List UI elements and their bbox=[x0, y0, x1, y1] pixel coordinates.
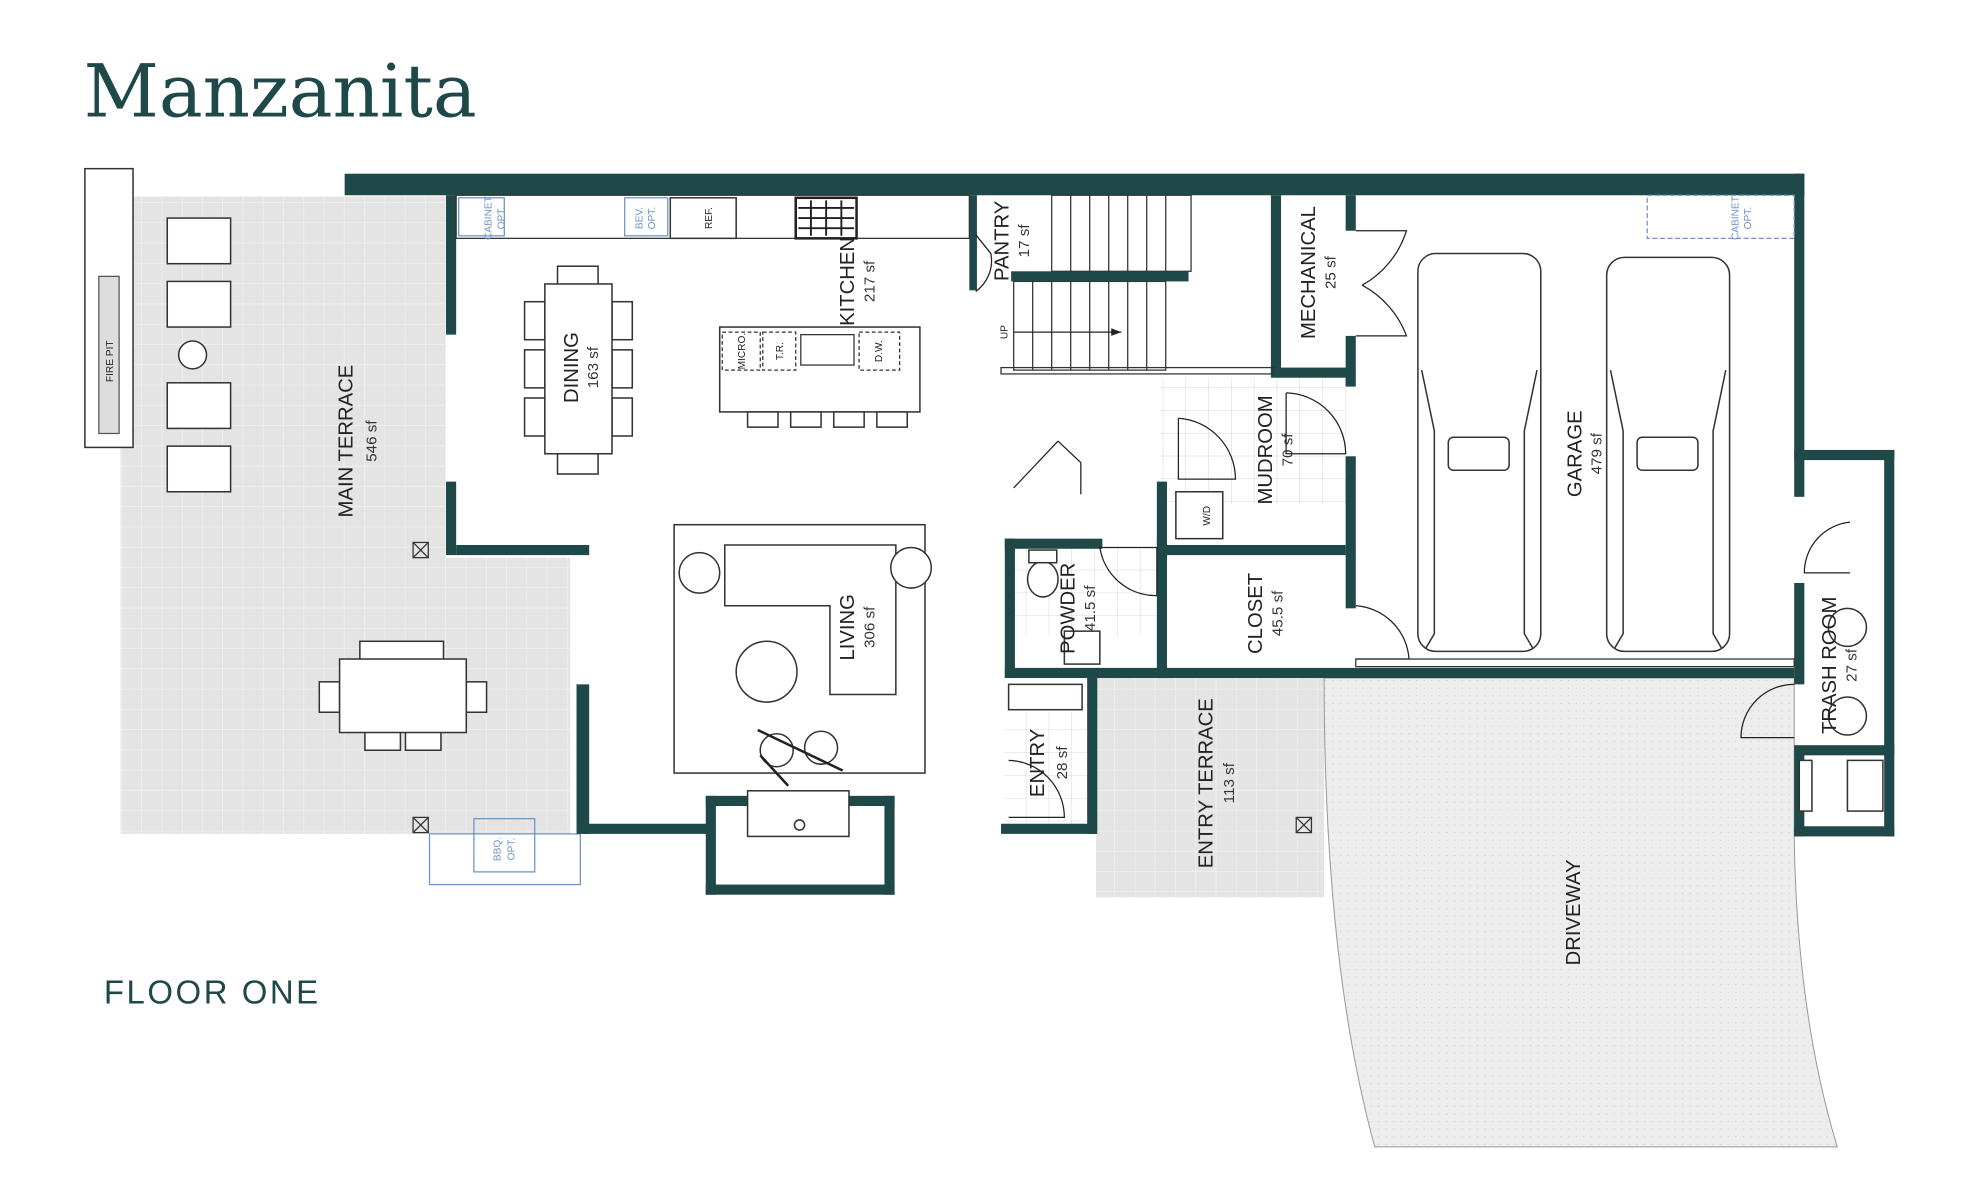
cars bbox=[1417, 252, 1731, 653]
entry-terrace-label: ENTRY TERRACE bbox=[1196, 698, 1218, 868]
bbq-label-1: BBQ. bbox=[493, 837, 504, 861]
garage-door bbox=[1355, 658, 1795, 668]
sectional-sofa bbox=[724, 544, 897, 696]
garage-cabinet-label-2: OPT. bbox=[1743, 207, 1754, 230]
bev-label-1: BEV. bbox=[634, 207, 645, 229]
entry-area-label: 28 sf bbox=[1054, 746, 1071, 780]
bev-label-2: OPT. bbox=[647, 207, 658, 230]
powder-area-label: 41.5 sf bbox=[1082, 585, 1099, 631]
fire-pit-label: FIRE PIT bbox=[105, 340, 116, 382]
entry-bench bbox=[1007, 683, 1083, 711]
dw-label: D.W. bbox=[874, 340, 885, 362]
mudroom-area-label: 70 sf bbox=[1279, 433, 1296, 467]
plan-title: Manzanita bbox=[84, 50, 477, 135]
door-swings bbox=[975, 230, 1851, 819]
mudroom-label: MUDROOM bbox=[1255, 395, 1277, 504]
cabinet-option bbox=[458, 197, 505, 237]
terrace-dining-table bbox=[318, 640, 488, 752]
mechanical-area-label: 25 sf bbox=[1323, 255, 1340, 289]
bev-option bbox=[624, 197, 669, 237]
dining-table bbox=[523, 265, 634, 475]
range-grate bbox=[798, 200, 855, 236]
kitchen-label: KITCHEN bbox=[837, 237, 859, 326]
cabinet-opt-label-1: CABINET bbox=[484, 196, 495, 240]
living-label: LIVING bbox=[837, 594, 859, 660]
bbq-label-2: OPT. bbox=[506, 838, 517, 861]
garage-cabinet-label-1: CABINET bbox=[1730, 196, 1741, 240]
walls bbox=[344, 173, 1895, 895]
trash-room-label: TRASH ROOM bbox=[1819, 597, 1841, 734]
kitchen-island bbox=[718, 326, 921, 413]
dining-area-label: 163 sf bbox=[585, 346, 602, 388]
island-stools bbox=[746, 411, 909, 428]
closet-label: CLOSET bbox=[1245, 573, 1267, 654]
room-labels: MAIN TERRACE 546 sf DINING 163 sf KITCHE… bbox=[335, 200, 1860, 965]
post-markers bbox=[412, 541, 1313, 834]
dining-label: DINING bbox=[561, 332, 583, 403]
kitchen-area-label: 217 sf bbox=[861, 260, 878, 302]
bbq-option-zone bbox=[428, 833, 581, 886]
washer-dryer bbox=[1175, 491, 1224, 540]
up-label: UP bbox=[999, 325, 1010, 339]
garage-label: GARAGE bbox=[1564, 410, 1586, 497]
floor-label: FLOOR ONE bbox=[104, 974, 321, 1011]
wd-label: W/D bbox=[1202, 506, 1213, 526]
trash-room-area-label: 27 sf bbox=[1843, 648, 1860, 682]
entry-label: ENTRY bbox=[1027, 728, 1049, 797]
entry-terrace-area-label: 113 sf bbox=[1221, 762, 1238, 803]
main-terrace-label: MAIN TERRACE bbox=[335, 365, 357, 518]
entry-terrace-area bbox=[1096, 678, 1325, 898]
pantry-label: PANTRY bbox=[992, 200, 1014, 281]
driveway-area bbox=[1323, 677, 1838, 1148]
driveway-label: DRIVEWAY bbox=[1563, 859, 1585, 965]
lounge-chair bbox=[757, 728, 844, 787]
terrace-chairs bbox=[166, 217, 232, 493]
micro-label: MICRO. bbox=[737, 333, 748, 370]
living-area-label: 306 sf bbox=[861, 606, 878, 648]
main-terrace-area-label: 546 sf bbox=[363, 420, 380, 462]
pantry-area-label: 17 sf bbox=[1016, 224, 1033, 258]
garage-area-label: 479 sf bbox=[1589, 432, 1606, 474]
closet-area-label: 45.5 sf bbox=[1269, 590, 1286, 636]
mechanical-label: MECHANICAL bbox=[1298, 206, 1320, 339]
fire-pit-burner bbox=[98, 275, 120, 435]
toilet bbox=[1026, 560, 1059, 598]
trash-bins bbox=[1798, 607, 1884, 812]
mudroom-tile bbox=[1159, 377, 1346, 505]
garage-cabinet-option bbox=[1646, 194, 1795, 239]
refrigerator bbox=[669, 197, 737, 240]
powder-vanity bbox=[1063, 630, 1101, 665]
bbq-option bbox=[473, 818, 536, 873]
cabinet-opt-label-2: OPT. bbox=[496, 207, 507, 230]
coffee-table bbox=[735, 640, 798, 703]
entry-tile bbox=[1004, 712, 1097, 824]
ref-label: REF. bbox=[704, 207, 715, 229]
tr-label: T.R. bbox=[775, 342, 786, 360]
powder-label: POWDER bbox=[1057, 563, 1079, 654]
staircase bbox=[1000, 194, 1275, 375]
